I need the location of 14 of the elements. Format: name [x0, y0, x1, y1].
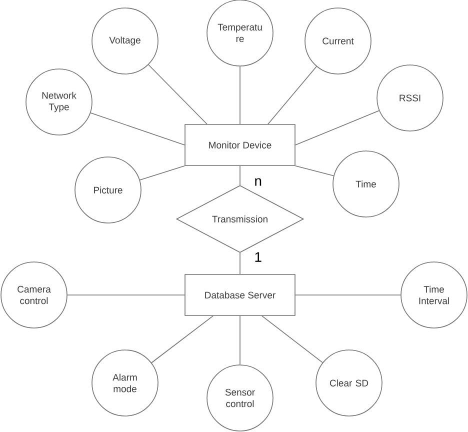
connector-line — [295, 294, 401, 296]
cardinality-label: 1 — [253, 251, 263, 263]
connector-line — [151, 316, 214, 364]
connector-line — [90, 112, 185, 146]
connector-line — [268, 66, 317, 124]
connector-line — [148, 64, 208, 124]
cardinality-label: n — [253, 177, 263, 187]
connector-line — [295, 166, 334, 176]
connector-line — [262, 316, 323, 363]
connector-line — [67, 294, 185, 296]
connector-line — [139, 166, 185, 180]
connector-line — [295, 110, 380, 146]
entity-box: Monitor Device — [184, 124, 296, 166]
entity-box: Database Server — [184, 274, 296, 316]
